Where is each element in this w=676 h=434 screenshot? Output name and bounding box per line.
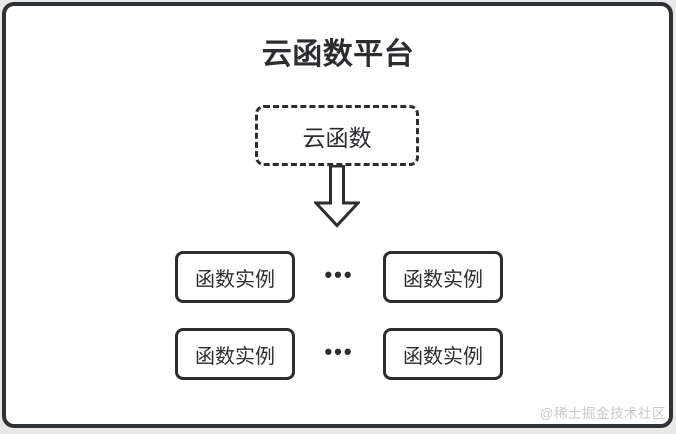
page-title: 云函数平台 bbox=[261, 38, 415, 71]
instance-label: 函数实例 bbox=[195, 345, 275, 368]
instance-node-row2-right: 函数实例 bbox=[383, 328, 503, 380]
instance-node-row2-left: 函数实例 bbox=[175, 328, 295, 380]
cloud-function-node: 云函数 bbox=[255, 105, 419, 166]
instance-label: 函数实例 bbox=[403, 345, 483, 368]
ellipsis-row2: ••• bbox=[324, 339, 354, 364]
ellipsis-row1: ••• bbox=[324, 262, 354, 287]
watermark: @稀土掘金技术社区 bbox=[539, 406, 666, 421]
cloud-function-label: 云函数 bbox=[302, 124, 372, 151]
instance-label: 函数实例 bbox=[195, 268, 275, 291]
instance-node-row1-right: 函数实例 bbox=[383, 251, 503, 303]
down-block-arrow-icon bbox=[312, 164, 362, 229]
instance-label: 函数实例 bbox=[403, 268, 483, 291]
instance-node-row1-left: 函数实例 bbox=[175, 251, 295, 303]
